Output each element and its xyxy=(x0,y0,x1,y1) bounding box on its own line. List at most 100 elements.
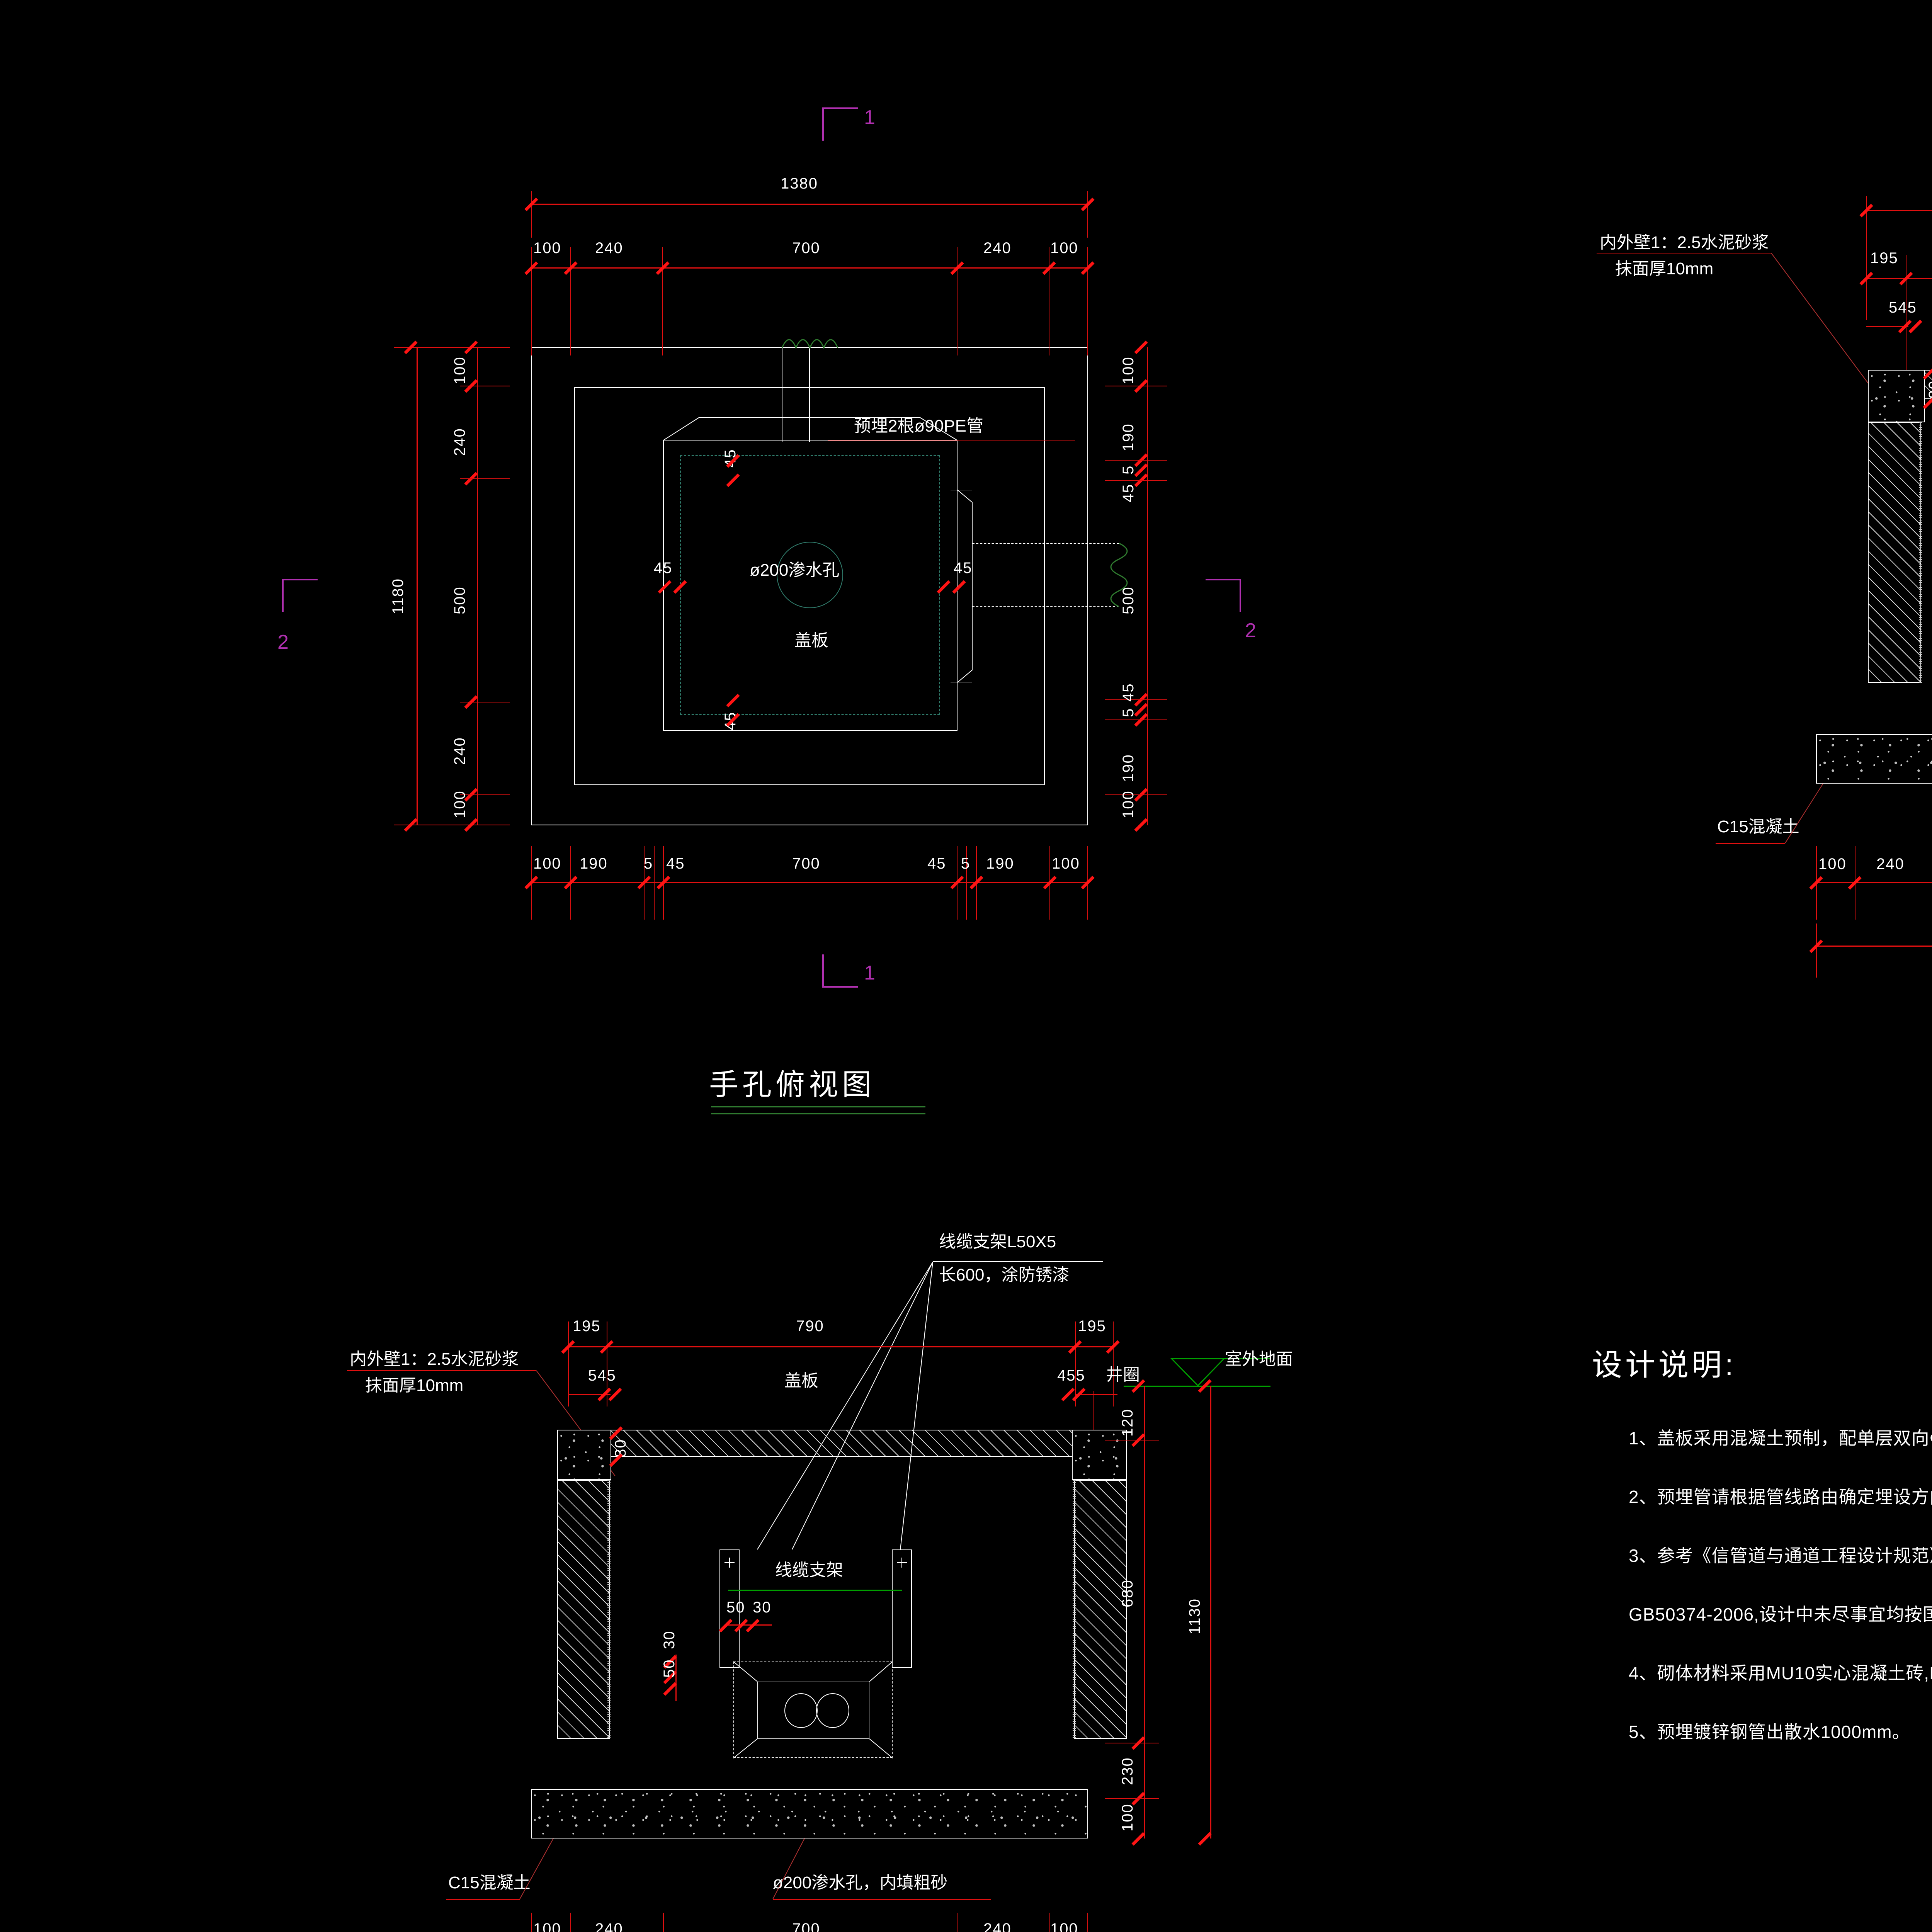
s22-dimb-3: 240 xyxy=(983,1920,1012,1932)
plan-dim-right-c2: 5 xyxy=(1120,465,1137,474)
s11-dim-545: 545 xyxy=(1889,299,1917,316)
plan-dim-bot-c3: 45 xyxy=(666,855,685,872)
s22-dim-680: 680 xyxy=(1119,1579,1136,1607)
plan-dim-left-c0: 100 xyxy=(451,356,468,384)
s22-dim-195-r: 195 xyxy=(1078,1318,1106,1335)
dim-tick xyxy=(1131,1832,1145,1846)
s22-drain-leader-h xyxy=(773,1899,991,1900)
s22-bracket-inner-label: 线缆支架 xyxy=(775,1561,843,1580)
plan-pe-pipe-top xyxy=(782,348,836,442)
s22-duct-inner xyxy=(757,1682,869,1739)
plan-dim-ext xyxy=(654,846,655,920)
s22-dim-chain-line xyxy=(568,1346,1113,1347)
plan-dim-top-overall-line xyxy=(531,204,1088,205)
s22-dim-ext xyxy=(1075,1321,1076,1406)
plan-dim-right-c8: 100 xyxy=(1120,790,1137,818)
s22-dim-1130-line xyxy=(1210,1386,1211,1838)
plan-side-duct xyxy=(972,543,1119,607)
section-mark-2-left-label: 2 xyxy=(277,631,289,653)
plan-dim-left-overall: 1180 xyxy=(389,578,406,614)
s22-dim-30h: 30 xyxy=(753,1599,772,1616)
s22-dim-ext xyxy=(1049,1913,1050,1932)
dim-tick xyxy=(1134,340,1148,354)
section-mark-1-top-h xyxy=(822,107,858,109)
s11-wall-left xyxy=(1868,422,1921,683)
s22-drain-label: ø200渗水孔，内填粗砂 xyxy=(773,1873,948,1892)
plan-dim-left-overall-line xyxy=(417,347,418,825)
s22-dimb-2: 700 xyxy=(792,1920,820,1932)
plan-dim-ext xyxy=(1105,794,1167,795)
s22-well-ring-label: 井圈 xyxy=(1106,1365,1140,1384)
plan-title-underline-2 xyxy=(711,1113,925,1114)
s22-ground-label: 室外地面 xyxy=(1225,1350,1293,1369)
plan-dim-bot-c6: 5 xyxy=(961,855,971,872)
dim-tick xyxy=(1198,1832,1212,1846)
s22-ring-right xyxy=(1072,1430,1127,1480)
s22-concrete-leader-h xyxy=(446,1899,520,1900)
s22-plaster-left xyxy=(607,1480,611,1739)
s22-dimb-1: 240 xyxy=(595,1920,623,1932)
plan-dim-ext xyxy=(966,846,967,920)
plan-dim-top-chain-line xyxy=(531,267,1088,269)
s22-well-ring-leader xyxy=(1093,1391,1094,1441)
s22-bracket-sublabel: 长600，涂防锈漆 xyxy=(939,1265,1070,1284)
s11-dim-ext xyxy=(1816,923,1817,978)
s11-dim-195-l: 195 xyxy=(1870,250,1898,267)
s22-bracket-rail xyxy=(728,1590,902,1591)
design-note-item: 1、盖板采用混凝土预制，配单层双向Φ6@150钢筋，预留拉环2个。盖板尺寸：79… xyxy=(1629,1428,1932,1448)
plan-view-title: 手孔俯视图 xyxy=(709,1068,875,1101)
plan-dim-bot-c7: 190 xyxy=(986,855,1014,872)
plan-dim-bot-c5: 45 xyxy=(927,855,946,872)
plan-dim-bottom-chain-line xyxy=(531,882,1088,883)
s22-duct-block xyxy=(733,1662,893,1758)
plan-title-underline-1 xyxy=(711,1106,925,1107)
section-mark-1-top-label: 1 xyxy=(864,106,875,129)
s22-dim-ext xyxy=(531,1913,532,1932)
section-mark-1-bottom-v xyxy=(822,954,824,988)
plan-inner-45-right: 45 xyxy=(954,560,973,577)
s22-ring-left xyxy=(557,1430,611,1480)
s22-plaster-leader-h xyxy=(347,1370,536,1371)
s11-concrete-label: C15混凝土 xyxy=(1717,817,1799,836)
s22-dim-right-chain-line xyxy=(1144,1386,1145,1838)
plan-dim-right-c0: 100 xyxy=(1120,356,1137,384)
plan-drain-hole-label: ø200渗水孔 xyxy=(750,561,840,580)
plan-dim-bot-c2: 5 xyxy=(644,855,653,872)
design-note-item: 3、参考《信管道与通道工程设计规范》GB50373-2006 、《通信管道工程施… xyxy=(1629,1546,1932,1566)
s22-concrete-label: C15混凝土 xyxy=(448,1873,531,1892)
plan-dim-right-c1: 190 xyxy=(1120,423,1137,451)
s11-dim-980-line xyxy=(1866,210,1932,211)
s22-dim-ext xyxy=(663,1913,664,1932)
s22-dim-5030v-line xyxy=(675,1655,677,1701)
plan-dim-left-c2: 500 xyxy=(451,586,468,614)
s22-dim-sub-l xyxy=(568,1394,611,1395)
s11-ring-left xyxy=(1868,370,1925,422)
plan-dim-top-c0: 100 xyxy=(533,240,561,257)
plan-dim-bot-c0: 100 xyxy=(533,855,561,872)
s22-cover-plate xyxy=(610,1430,1073,1457)
s22-dim-ext xyxy=(1105,1798,1159,1799)
plan-dim-ext xyxy=(1105,460,1167,461)
s22-bracket-leader-h xyxy=(933,1261,1103,1262)
s22-dim-230: 230 xyxy=(1119,1757,1136,1785)
plan-dim-ext xyxy=(531,247,532,355)
s11-dim-1180-line xyxy=(1816,946,1932,947)
s22-bracket-left-plate xyxy=(719,1549,740,1668)
section-mark-1-top-v xyxy=(822,107,824,141)
section-mark-2-right-h xyxy=(1206,579,1241,580)
s11-dimb-0: 100 xyxy=(1818,855,1847,872)
s11-plaster-label-2: 抹面厚10mm xyxy=(1615,259,1714,278)
s11-plaster-label-1: 内外壁1：2.5水泥砂浆 xyxy=(1600,233,1769,252)
s22-dim-195-l: 195 xyxy=(573,1318,601,1335)
plan-dim-ext xyxy=(1105,480,1167,481)
s11-dim-bottom-line xyxy=(1816,882,1932,883)
section-mark-2-right-label: 2 xyxy=(1245,619,1256,642)
plan-dim-right-c3: 45 xyxy=(1120,483,1137,503)
plan-dim-top-c4: 100 xyxy=(1050,240,1078,257)
